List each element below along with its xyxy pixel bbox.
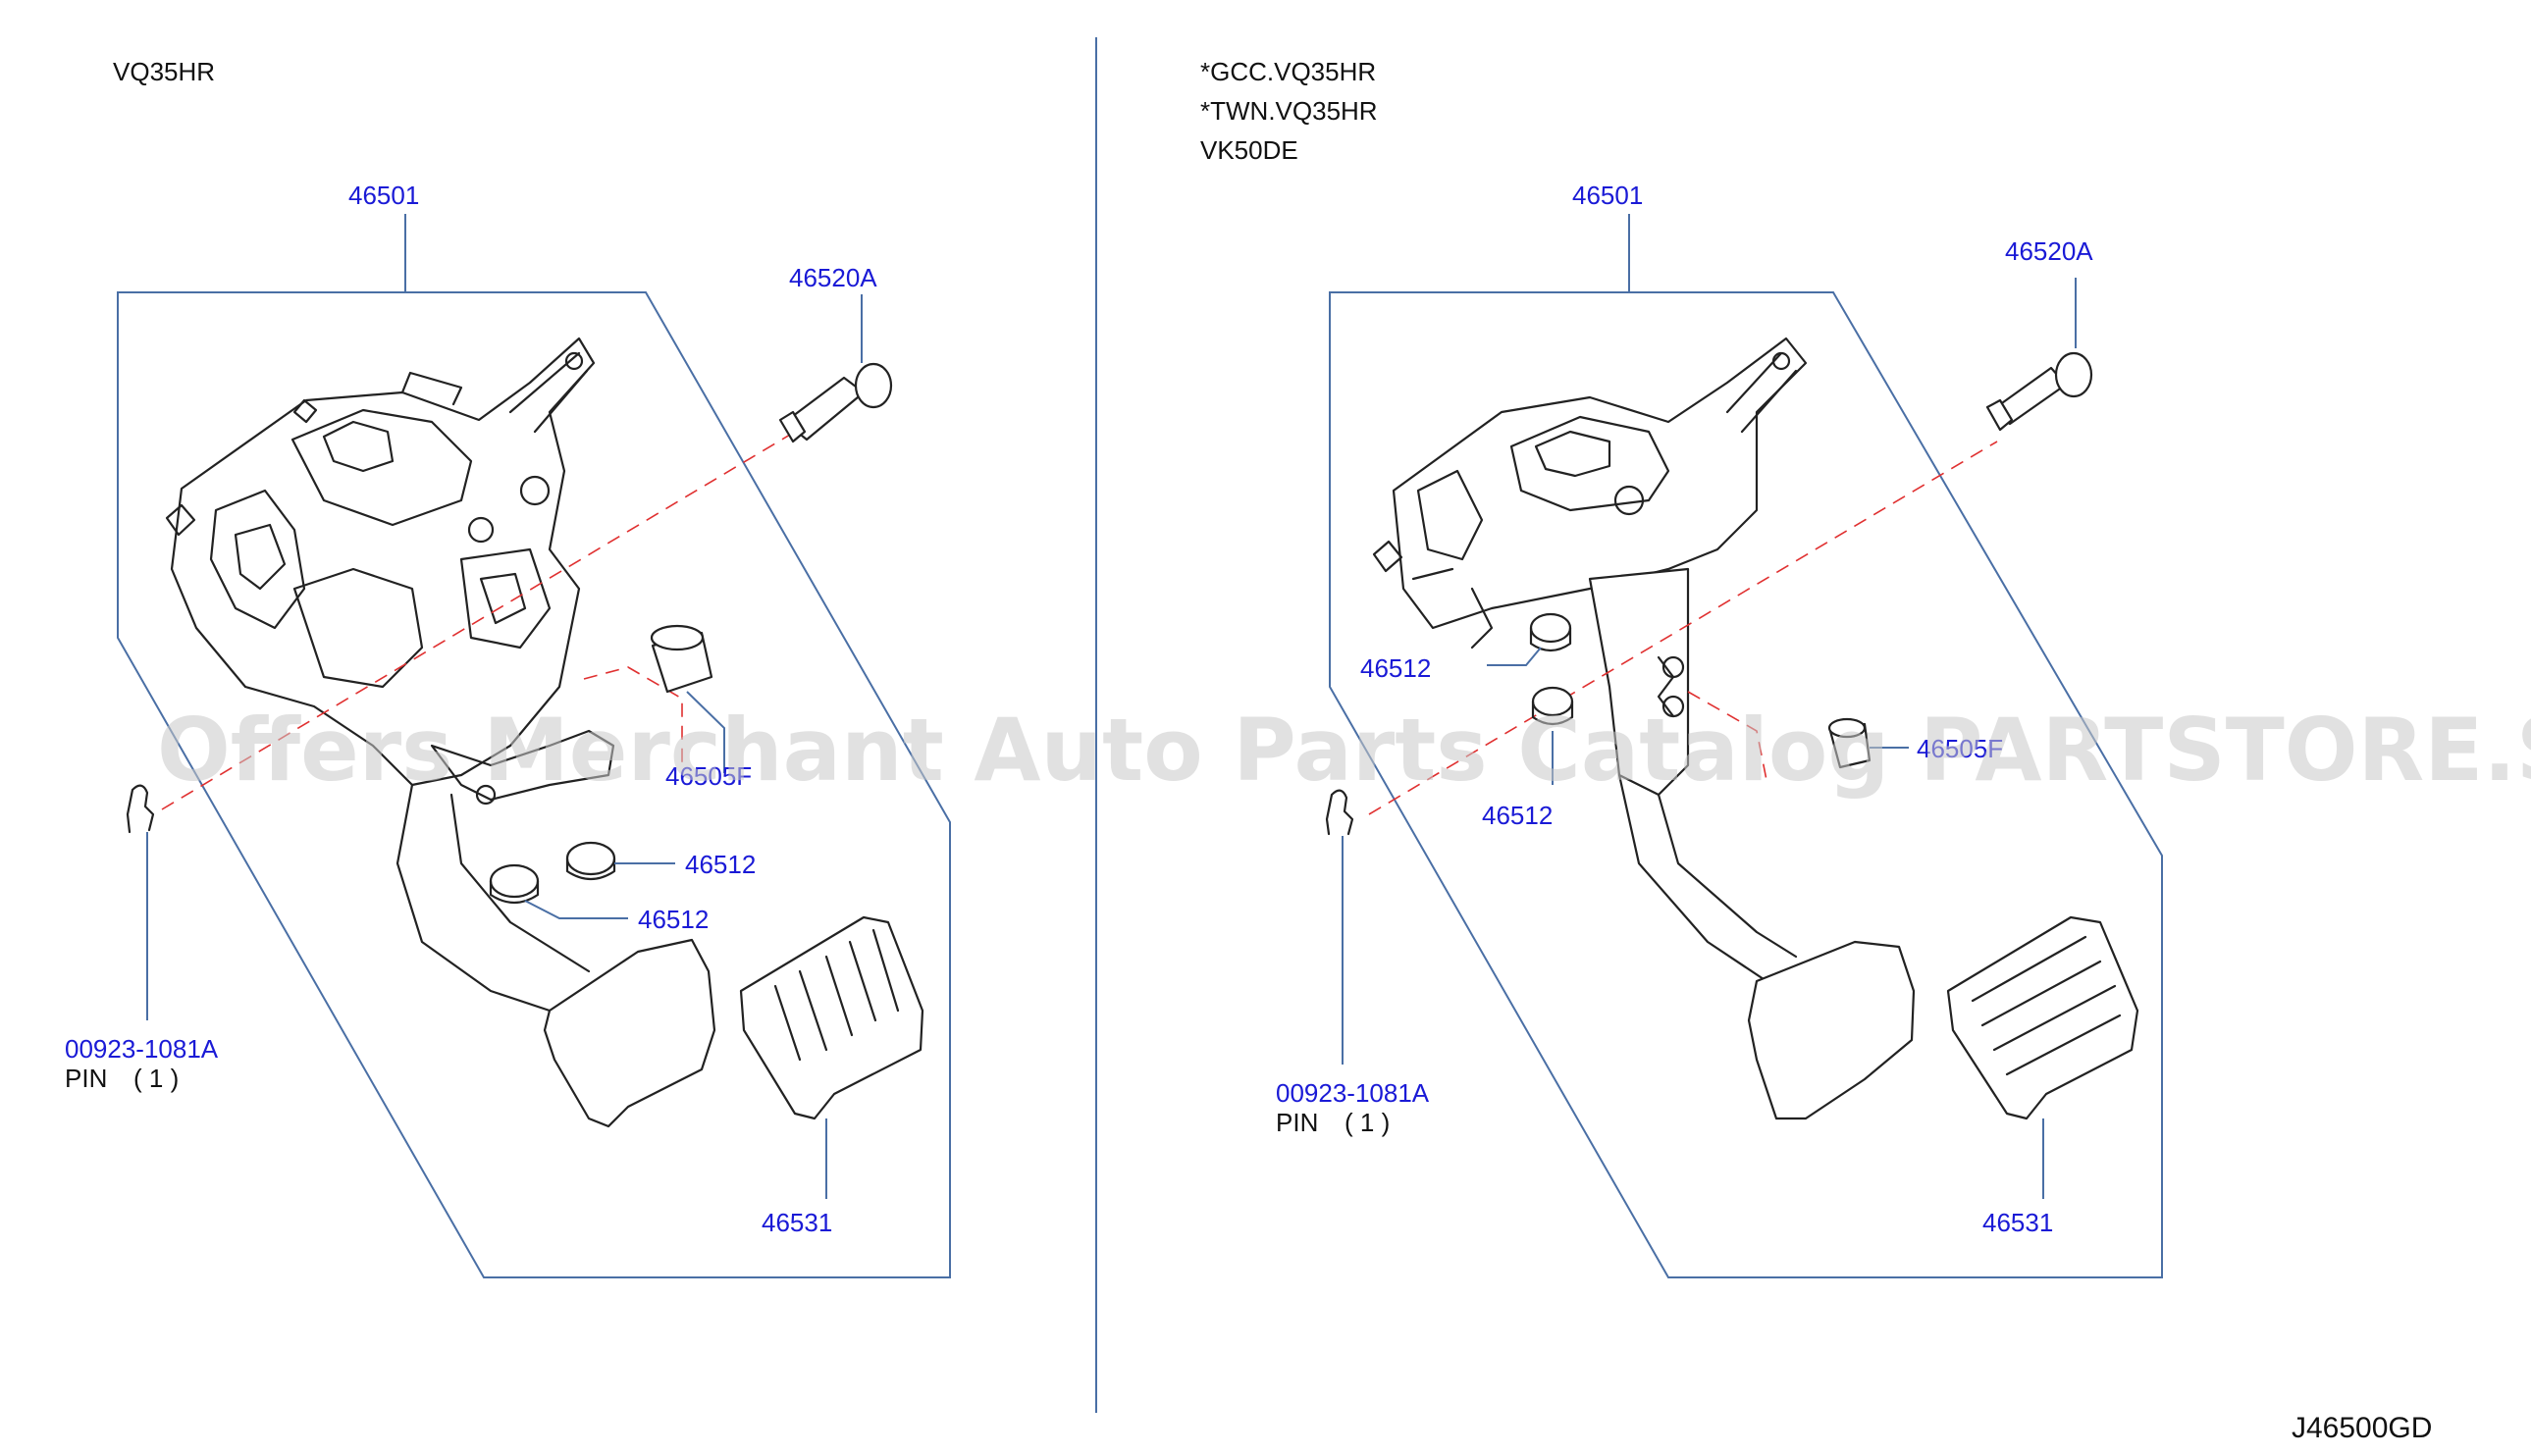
right-engine-label-3: VK50DE	[1200, 135, 1298, 165]
left-pedal-bracket	[165, 337, 716, 1128]
right-panel: *GCC.VQ35HR *TWN.VQ35HR VK50DE 46501	[1200, 57, 2163, 1278]
left-part-pin[interactable]: 00923-1081A	[65, 1034, 219, 1064]
left-part-46520a[interactable]: 46520A	[789, 263, 877, 292]
diagram-code: J46500GD	[2292, 1412, 2432, 1444]
left-pin-icon	[126, 784, 155, 834]
left-part-46531[interactable]: 46531	[762, 1208, 832, 1237]
right-engine-label-2: *TWN.VQ35HR	[1200, 96, 1378, 126]
right-part-46501[interactable]: 46501	[1572, 181, 1643, 210]
left-assembly-frame	[117, 291, 951, 1278]
left-stopper-upper	[565, 841, 616, 881]
left-part-46505f[interactable]: 46505F	[665, 761, 752, 791]
right-leader-46512-upper	[1487, 647, 1542, 666]
left-part-46512-upper[interactable]: 46512	[685, 850, 756, 879]
left-part-46512-lower[interactable]: 46512	[638, 905, 709, 934]
right-pin-qty: ( 1 )	[1345, 1108, 1390, 1137]
left-bolt-46520a	[778, 362, 893, 443]
left-leader-46512-lower	[524, 900, 628, 919]
left-leader-46505f	[686, 691, 725, 773]
left-pin-qty: ( 1 )	[133, 1064, 179, 1093]
right-stopper-upper	[1529, 612, 1572, 652]
left-part-46501[interactable]: 46501	[348, 181, 419, 210]
left-bushing-46505f	[650, 624, 713, 694]
right-part-46512-upper[interactable]: 46512	[1360, 653, 1431, 683]
right-centerline	[1368, 441, 1998, 815]
left-pin-desc: PIN	[65, 1064, 107, 1093]
right-pin-icon	[1325, 789, 1354, 836]
right-bolt-46520a	[1985, 351, 2093, 432]
right-part-46531[interactable]: 46531	[1982, 1208, 2053, 1237]
right-part-pin[interactable]: 00923-1081A	[1276, 1078, 1430, 1108]
right-pad-46531	[1946, 915, 2139, 1120]
right-pedal-bracket	[1372, 337, 1916, 1120]
left-centerline-2	[583, 666, 683, 770]
right-part-46520a[interactable]: 46520A	[2005, 236, 2093, 266]
right-pin-desc: PIN	[1276, 1108, 1318, 1137]
left-stopper-lower	[489, 863, 540, 905]
right-bushing-46505f	[1827, 717, 1872, 769]
right-engine-label-1: *GCC.VQ35HR	[1200, 57, 1376, 86]
right-centerline-2	[1687, 691, 1767, 781]
right-stopper-lower	[1531, 686, 1574, 726]
left-panel: VQ35HR 46501	[65, 57, 951, 1278]
right-part-46505f[interactable]: 46505F	[1917, 734, 2003, 763]
left-engine-label: VQ35HR	[113, 57, 215, 86]
left-pad-46531	[739, 915, 924, 1120]
watermark: Offers Merchant Auto Parts Catalog PARTS…	[157, 700, 2531, 801]
right-part-46512-lower[interactable]: 46512	[1482, 801, 1553, 830]
right-assembly-frame	[1329, 291, 2163, 1278]
left-centerline	[161, 431, 796, 810]
